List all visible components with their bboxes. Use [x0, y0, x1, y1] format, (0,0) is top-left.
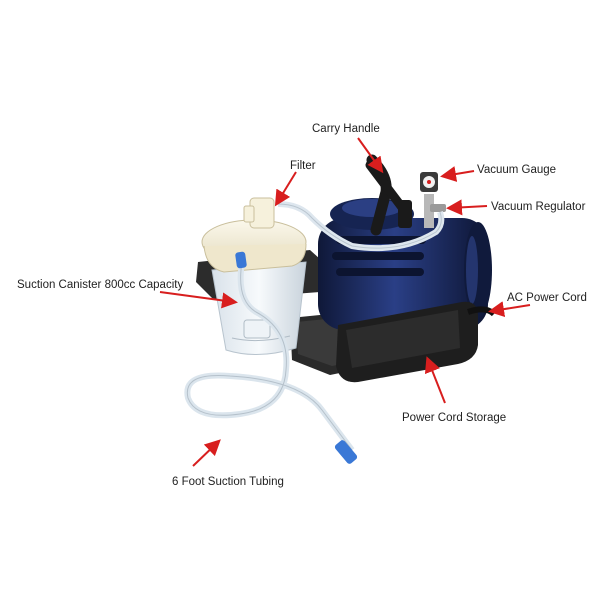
label-carry-handle: Carry Handle: [312, 123, 380, 135]
arrow-vacuum-gauge: [440, 166, 475, 182]
label-filter: Filter: [290, 160, 316, 172]
label-power-cord-storage: Power Cord Storage: [402, 412, 507, 424]
tubing-tip-bottom: [334, 440, 358, 464]
arrow-vacuum-regulator: [446, 199, 488, 216]
label-suction-canister: Suction Canister 800cc Capacity: [17, 279, 184, 291]
label-ac-power-cord: AC Power Cord: [507, 292, 587, 304]
arrow-suction-tubing: [192, 439, 221, 467]
arrow-carry-handle: [357, 137, 384, 174]
label-vacuum-gauge: Vacuum Gauge: [477, 164, 557, 176]
label-suction-tubing: 6 Foot Suction Tubing: [172, 476, 284, 488]
tubing-tip-top: [235, 251, 247, 269]
vacuum-regulator: [424, 194, 434, 228]
arrow-filter: [274, 171, 297, 207]
label-vacuum-regulator: Vacuum Regulator: [491, 201, 586, 213]
arrow-suction-canister: [159, 291, 238, 309]
arrow-ac-power-cord: [488, 301, 531, 318]
suction-canister: [211, 261, 307, 356]
arrow-power-cord-storage: [424, 356, 446, 404]
